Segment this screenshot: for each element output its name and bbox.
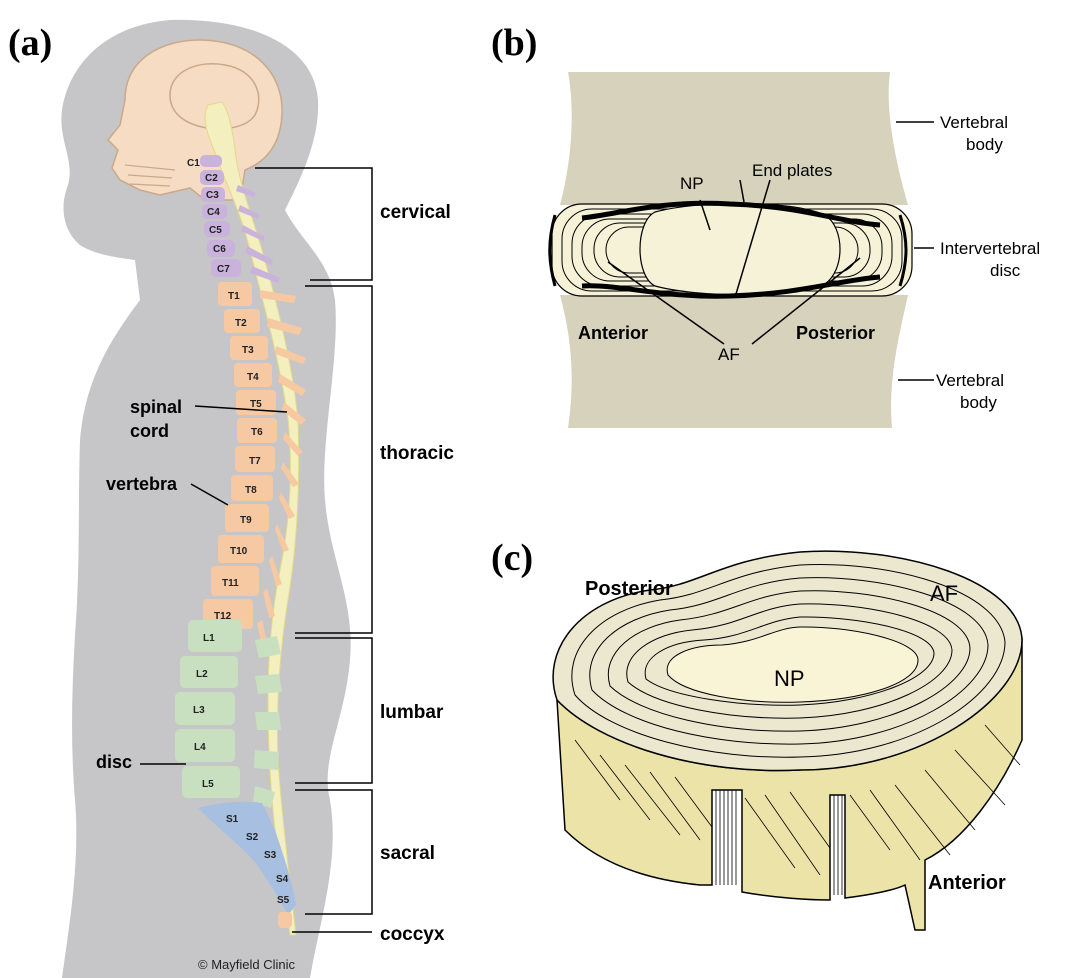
label-t7: T7 bbox=[249, 456, 261, 467]
vertebra-l1 bbox=[188, 620, 242, 652]
label-end-plates: End plates bbox=[752, 161, 832, 180]
label-s3: S3 bbox=[264, 850, 277, 861]
vertebra-l3 bbox=[175, 692, 235, 725]
label-intervertebral: Intervertebral bbox=[940, 239, 1040, 258]
region-lumbar: lumbar bbox=[380, 702, 444, 723]
label-s2: S2 bbox=[246, 832, 259, 843]
label-c5: C5 bbox=[209, 225, 222, 236]
region-cervical: cervical bbox=[380, 202, 451, 223]
label-intervertebral-disc: disc bbox=[990, 261, 1021, 280]
label-t2: T2 bbox=[235, 318, 247, 329]
credit-mayfield: © Mayfield Clinic bbox=[198, 957, 295, 972]
label-s4: S4 bbox=[276, 874, 289, 885]
vertebra-l2 bbox=[180, 656, 238, 688]
label-disc: disc bbox=[96, 752, 132, 772]
label-posterior-c: Posterior bbox=[585, 578, 673, 600]
label-l4: L4 bbox=[194, 742, 206, 753]
label-c6: C6 bbox=[213, 244, 226, 255]
label-anterior-b: Anterior bbox=[578, 323, 648, 343]
panel-b-letter: (b) bbox=[491, 22, 537, 64]
label-t10: T10 bbox=[230, 546, 248, 557]
label-t11: T11 bbox=[222, 578, 239, 589]
label-t8: T8 bbox=[245, 485, 257, 496]
label-c1: C1 bbox=[187, 158, 200, 169]
label-t3: T3 bbox=[242, 345, 254, 356]
label-vertebral-bottom-1: Vertebral bbox=[936, 371, 1004, 390]
label-t5: T5 bbox=[250, 399, 262, 410]
label-af-b: AF bbox=[718, 345, 740, 364]
region-coccyx: coccyx bbox=[380, 924, 445, 945]
label-af-c: AF bbox=[930, 581, 958, 606]
label-s1: S1 bbox=[226, 814, 239, 825]
label-anterior-c: Anterior bbox=[928, 872, 1006, 894]
label-t1: T1 bbox=[228, 291, 240, 302]
label-vertebra: vertebra bbox=[106, 474, 178, 494]
label-l3: L3 bbox=[193, 705, 205, 716]
region-thoracic: thoracic bbox=[380, 443, 454, 464]
label-c7: C7 bbox=[217, 264, 230, 275]
panel-a-letter: (a) bbox=[8, 22, 52, 64]
label-t4: T4 bbox=[247, 372, 259, 383]
label-vertebral-bottom-2: body bbox=[960, 393, 997, 412]
label-vertebral-top-2: body bbox=[966, 135, 1003, 154]
label-c4: C4 bbox=[207, 207, 220, 218]
label-s5: S5 bbox=[277, 895, 290, 906]
label-t9: T9 bbox=[240, 515, 252, 526]
label-vertebral-top-1: Vertebral bbox=[940, 113, 1008, 132]
label-np-c: NP bbox=[774, 666, 805, 691]
vertebra-c1 bbox=[200, 155, 222, 167]
label-l5: L5 bbox=[202, 779, 214, 790]
region-sacral: sacral bbox=[380, 843, 435, 864]
coccyx-bone bbox=[278, 912, 292, 928]
label-c3: C3 bbox=[206, 190, 219, 201]
label-c2: C2 bbox=[205, 173, 218, 184]
label-posterior-b: Posterior bbox=[796, 323, 875, 343]
label-cord: cord bbox=[130, 421, 169, 441]
label-spinal: spinal bbox=[130, 397, 182, 417]
label-l1: L1 bbox=[203, 633, 215, 644]
label-np-b: NP bbox=[680, 174, 704, 193]
vertebral-body-top bbox=[560, 72, 908, 205]
label-l2: L2 bbox=[196, 669, 208, 680]
label-t6: T6 bbox=[251, 427, 263, 438]
panel-c-letter: (c) bbox=[491, 537, 533, 579]
